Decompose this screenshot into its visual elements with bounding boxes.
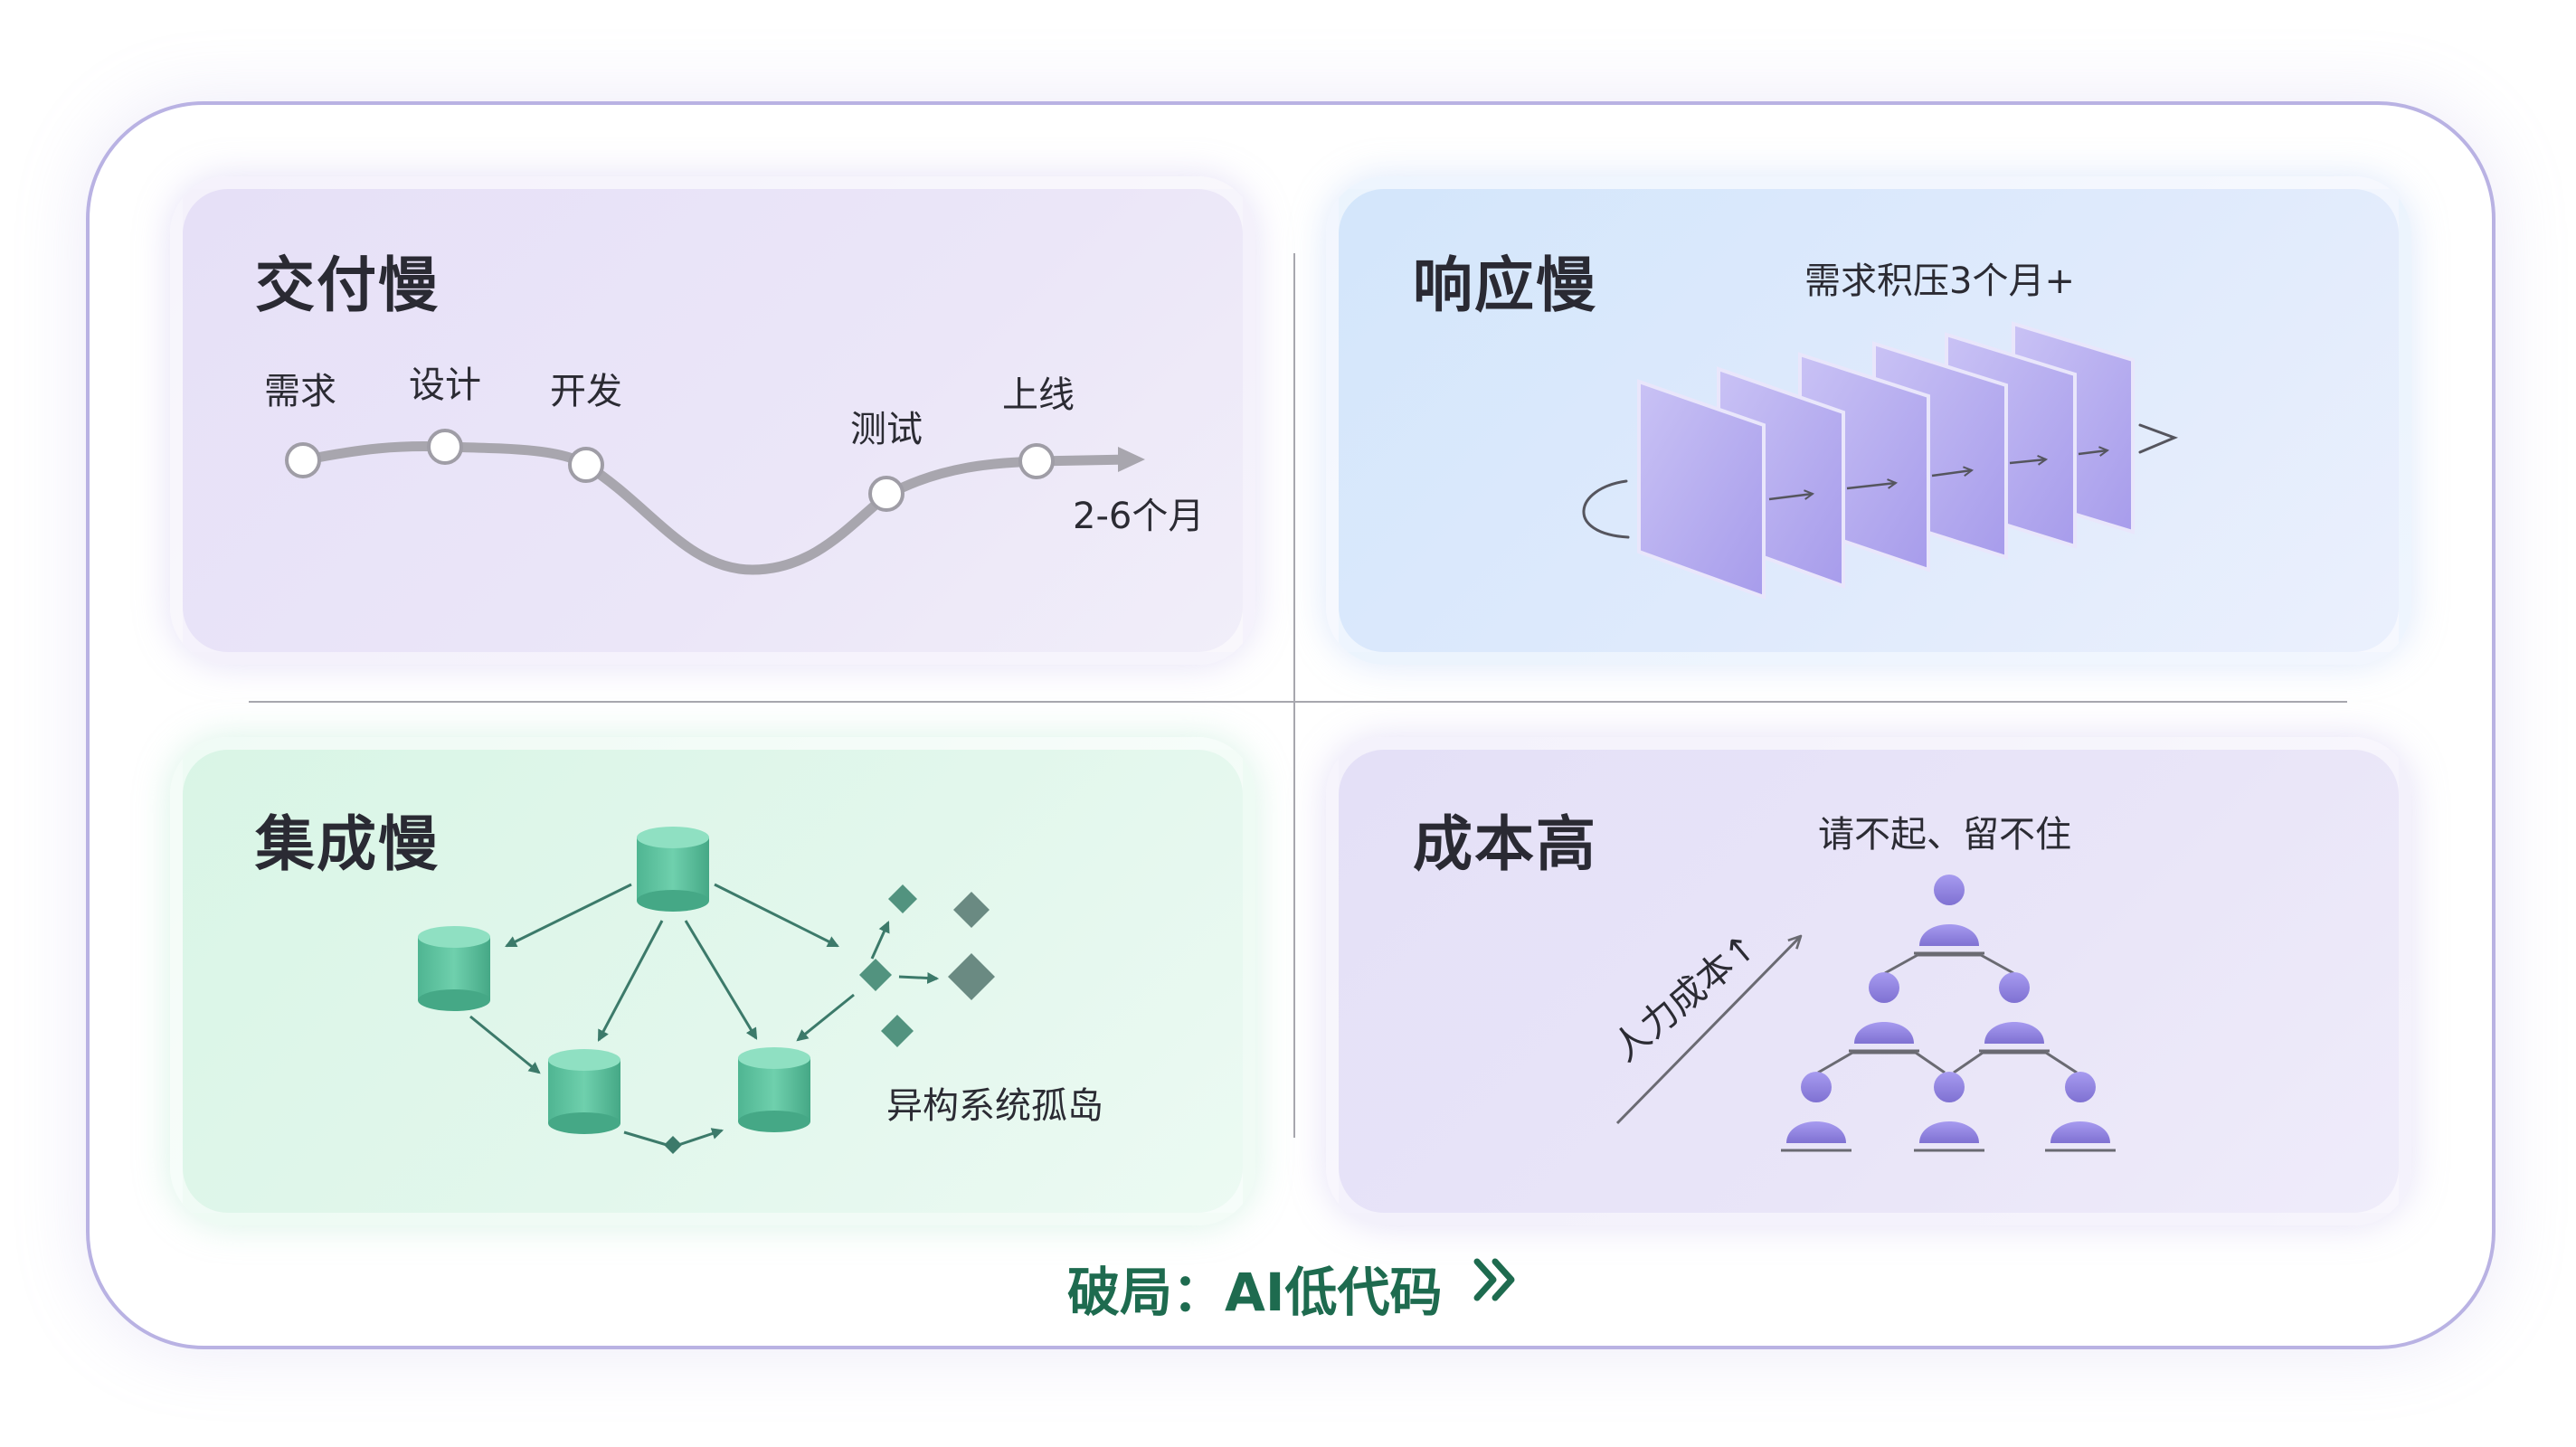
tree-link-right-mid [1953,1051,1984,1074]
stage-label-design: 设计 [409,364,481,406]
cost-title: 成本高 [1413,809,1597,879]
integration-caption: 异构系统孤岛 [886,1085,1103,1127]
response-title: 响应慢 [1413,251,1597,320]
stage-label-development: 开发 [550,371,622,412]
backlog-card-1 [1637,379,1766,600]
person-icon-mid-left [1849,972,1919,1053]
diamond-node-5 [881,1015,914,1047]
delivery-duration: 2-6个月 [1073,496,1205,537]
link-top-midleft [597,920,664,1042]
tree-link-left-down [1817,1051,1853,1074]
stage-node-design [427,429,463,465]
card-arrow-1 [1768,494,1813,501]
stage-node-requirement [285,442,321,478]
card-arrow-2 [1846,483,1896,490]
link-top-midright [684,920,758,1040]
link-diamond-up [870,921,890,960]
stage-label-testing: 测试 [850,409,923,450]
diamond-node-3 [859,959,892,991]
stage-label-requirement: 需求 [264,371,336,412]
backlog-label: 需求积压3个月+ [1804,260,2075,302]
database-cylinder-bottom-right [738,1047,810,1132]
panel-delivery [170,176,1255,665]
database-cylinder-bottom-left [548,1049,620,1134]
vertical-divider [1293,253,1295,1138]
link-diamond-right [898,971,940,984]
panel-integration [170,737,1255,1225]
person-icon-bottom-mid [1914,1072,1984,1152]
card-arrow-4 [2009,459,2046,463]
integration-title: 集成慢 [255,809,440,879]
horizontal-divider [249,701,2347,703]
card-arrow-5 [2078,450,2107,454]
tree-link-right-down [2045,1051,2078,1074]
person-icon-bottom-left [1781,1072,1852,1152]
stage-node-testing [868,476,904,512]
diamond-node-2 [953,892,990,928]
exit-chevron-icon [2138,423,2179,454]
stage-label-launch: 上线 [1002,374,1075,416]
tree-link-root-left [1884,953,1918,975]
panel-cost [1326,737,2411,1225]
stage-node-launch [1018,443,1055,479]
diamond-node-6 [664,1136,682,1154]
link-top-left [505,883,632,948]
footer-cta[interactable]: 破局：AI低代码 [1067,1262,1443,1323]
double-chevron-right-icon[interactable] [1470,1253,1524,1307]
link-left-bottom [469,1015,541,1074]
database-cylinder-top [637,827,709,912]
tree-link-left-mid [1915,1051,1946,1074]
database-cylinder-left [418,926,490,1011]
person-icon-root [1914,875,1984,955]
cost-trend-arrow [1615,937,1800,1125]
diamond-node-1 [888,884,917,913]
person-icon-bottom-right [2045,1072,2116,1152]
timeline-arrowhead [1118,447,1145,472]
delivery-title: 交付慢 [255,251,440,320]
loop-arc-icon [1582,479,1630,539]
stage-node-development [568,447,604,483]
card-arrow-3 [1931,470,1972,478]
cost-caption: 请不起、留不住 [1818,814,2071,856]
tree-link-root-right [1980,953,2014,975]
person-icon-mid-right [1979,972,2050,1053]
link-top-right [714,883,839,948]
diamond-node-4 [948,953,995,1000]
link-diamonds-bottom [796,993,855,1042]
